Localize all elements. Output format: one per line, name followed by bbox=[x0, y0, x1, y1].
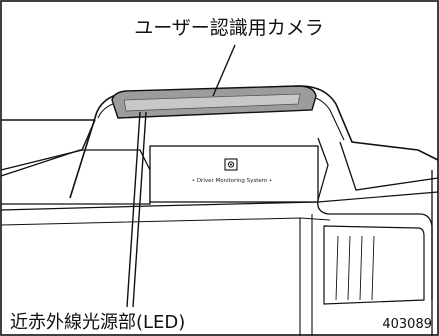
led-callout-label: 近赤外線光源部(LED) bbox=[10, 312, 185, 333]
dms-panel bbox=[149, 145, 319, 203]
led-leader-line-a bbox=[126, 111, 141, 308]
right-side-frame bbox=[317, 199, 433, 300]
camera-unit-lens-strip bbox=[123, 93, 301, 112]
figure-number: 403089 bbox=[382, 317, 432, 332]
led-leader-line-b bbox=[132, 111, 147, 308]
dashboard-front-edge bbox=[0, 191, 439, 211]
right-side-slats bbox=[335, 235, 375, 301]
dashboard-top-left bbox=[0, 149, 151, 205]
center-console-lines bbox=[299, 214, 313, 336]
camera-callout-label: ユーザー認識用カメラ bbox=[134, 17, 324, 39]
dms-eye-pupil bbox=[230, 163, 232, 166]
bottom-label-backing bbox=[4, 310, 242, 334]
camera-leader-line bbox=[212, 44, 236, 97]
top-label-backing bbox=[118, 14, 344, 40]
right-side-panel bbox=[323, 225, 425, 305]
dashboard-top-right bbox=[317, 137, 439, 201]
dms-panel-text: • Driver Monitoring System • bbox=[192, 178, 272, 184]
